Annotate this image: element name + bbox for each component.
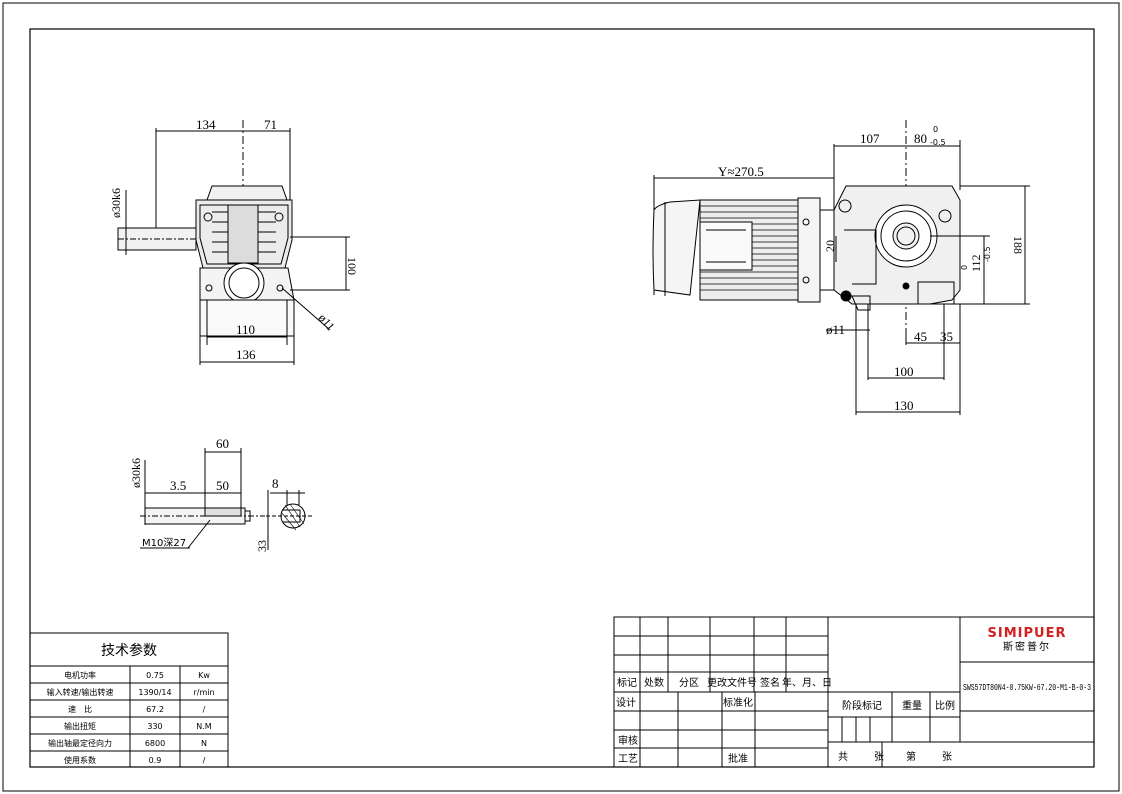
dim-80-tol: -0.5 (930, 138, 946, 147)
tb-sheets2: 张 (942, 751, 952, 763)
dim-112: 112 (969, 254, 983, 272)
tp-row-value: 67.2 (146, 705, 164, 714)
model-number: SWS57DT80N4-0.75KW-67.20-M1-B-0-3 (963, 682, 1091, 693)
tp-row-name: 输入转速/输出转速 (47, 687, 114, 697)
tp-row-value: 330 (147, 722, 162, 731)
tb-approve: 批准 (728, 752, 748, 765)
dim-71: 71 (264, 117, 277, 132)
dim-100b: 100 (894, 364, 914, 379)
dim-107: 107 (860, 131, 880, 146)
tp-row-name: 速 比 (68, 704, 92, 714)
dim-hole-11b: ø11 (826, 322, 845, 337)
tp-row-unit: N.M (196, 722, 212, 731)
shaft-detail-dims: 60 ø30k6 3.5 50 8 33 M10深27 (129, 436, 279, 552)
tb-total: 共 (838, 751, 848, 763)
dim-112-tol: -0.5 (983, 246, 992, 262)
tech-params-table (29, 632, 229, 768)
tech-params-title: 技术参数 (101, 642, 157, 659)
tb-header: 标记 (617, 677, 637, 689)
tp-row-name: 输出轴最定径向力 (48, 738, 112, 748)
dim-80-tol-top: 0 (933, 125, 938, 134)
tb-header: 分区 (679, 677, 699, 689)
dim-shaft-dia: ø30k6 (109, 188, 123, 218)
dim-8: 8 (272, 476, 279, 491)
tp-row-name: 电机功率 (64, 670, 96, 680)
tp-row-unit: / (203, 756, 206, 765)
title-block-text: 标记处数分区更改文件号签名年、月、日 设计 标准化 审核 工艺 批准 阶段标记 … (616, 626, 1091, 765)
dim-100: 100 (345, 257, 359, 275)
tb-design: 设计 (616, 696, 636, 709)
tp-row-unit: N (201, 739, 207, 748)
inner-frame (29, 28, 1095, 768)
tp-row-unit: r/min (193, 688, 214, 697)
dim-35: 35 (940, 329, 953, 344)
dim-80: 80 (914, 131, 927, 146)
tp-row-value: 6800 (145, 739, 165, 748)
brand-logo-en: SIMIPUER (988, 626, 1067, 641)
tb-weight: 重量 (902, 699, 922, 712)
tp-row-unit: Kw (198, 671, 210, 680)
dim-33: 33 (255, 540, 269, 552)
dim-112-tol-top: 0 (960, 265, 969, 270)
dim-50: 50 (216, 478, 229, 493)
tb-scale: 比例 (935, 699, 955, 712)
dim-45: 45 (914, 329, 927, 344)
brand-logo-cn: 斯密普尔 (1003, 640, 1051, 653)
dim-136: 136 (236, 347, 256, 362)
tp-row-unit: / (203, 705, 206, 714)
tb-standardization: 标准化 (723, 696, 753, 709)
tp-row-value: 0.9 (149, 756, 162, 765)
tp-row-name: 使用系数 (64, 755, 96, 765)
dim-110: 110 (236, 322, 255, 337)
front-view-dims: 134 71 ø30k6 100 ø11 110 136 (109, 117, 359, 362)
tb-review: 审核 (618, 734, 638, 747)
tb-sheet-no: 第 (906, 750, 916, 763)
front-view (117, 120, 350, 365)
tb-header: 处数 (644, 676, 664, 689)
title-block (613, 616, 1095, 768)
tp-row-name: 输出扭矩 (64, 721, 96, 731)
dim-60: 60 (216, 436, 229, 451)
tb-sheets: 张 (874, 751, 884, 763)
dim-3-5: 3.5 (170, 478, 186, 493)
dim-134: 134 (196, 117, 216, 132)
dim-motor-length: Y≈270.5 (718, 164, 764, 179)
thread-label: M10深27 (142, 537, 186, 549)
side-view-dims: Y≈270.5 107 80 0 -0.5 188 112 0 -0.5 20 … (718, 125, 1025, 413)
dim-hole-11: ø11 (316, 311, 338, 333)
tech-params-text: 技术参数 电机功率 0.75 Kw 输入转速/输出转速 1390/14 r/min 速 比 6… (47, 642, 215, 765)
dim-shaft-dia-2: ø30k6 (129, 458, 143, 488)
side-view (652, 120, 1030, 415)
dim-188: 188 (1011, 236, 1025, 254)
tp-row-value: 0.75 (146, 671, 164, 680)
tb-header: 年、月、日 (782, 676, 832, 689)
tb-header: 签名 (760, 676, 780, 689)
dim-130: 130 (894, 398, 914, 413)
shaft-detail (140, 448, 312, 550)
tb-stage-mark: 阶段标记 (842, 699, 882, 712)
tb-process: 工艺 (618, 753, 638, 765)
tb-header: 更改文件号 (707, 676, 757, 689)
dim-20: 20 (823, 240, 837, 252)
tp-row-value: 1390/14 (138, 688, 171, 697)
